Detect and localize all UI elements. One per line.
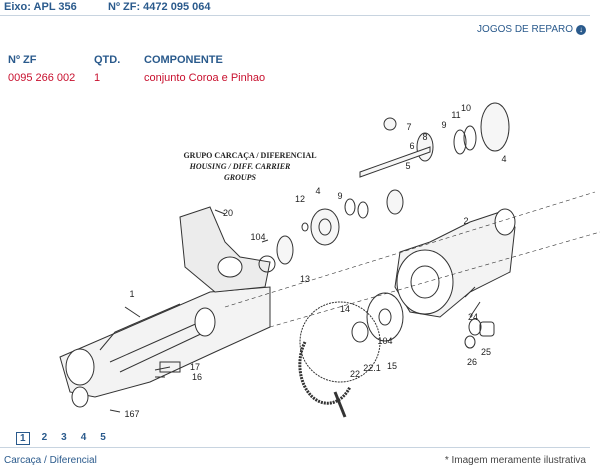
part-number-label: 20 — [223, 208, 233, 218]
diagram-title-1: GRUPO CARCAÇA / DIFERENCIAL — [183, 151, 316, 160]
part-number-label: 7 — [406, 122, 411, 132]
page-5-link[interactable]: 5 — [100, 432, 106, 443]
part-number-label: 104 — [377, 336, 392, 346]
illustrative-note: * Imagem meramente ilustrativa — [444, 455, 586, 466]
col-header-zf: Nº ZF — [8, 54, 37, 66]
part-number-label: 2 — [463, 216, 468, 226]
header-divider — [0, 15, 590, 16]
part-number-label: 5 — [405, 161, 410, 171]
part-number-label: 4 — [315, 186, 320, 196]
part-number-label: 22.1 — [363, 363, 381, 373]
part-number-label: 17 — [190, 362, 200, 372]
col-header-qtd: QTD. — [94, 54, 121, 66]
exploded-parts-diagram: GRUPO CARCAÇA / DIFERENCIAL HOUSING / DI… — [59, 102, 600, 419]
header-bar: Eixo: APL 356 Nº ZF: 4472 095 064 — [0, 0, 600, 14]
part-number-label: 13 — [300, 274, 310, 284]
ring-gear-shape — [298, 341, 352, 405]
axle-label: Eixo: APL 356 — [4, 1, 77, 13]
diagram-title-3: GROUPS — [224, 173, 257, 182]
part-number-label: 26 — [467, 357, 477, 367]
row-qtd: 1 — [94, 72, 101, 84]
part-number-label: 15 — [387, 361, 397, 371]
diagram-title-2: HOUSING / DIFF. CARRIER — [189, 162, 291, 171]
part-number-label: 6 — [409, 141, 414, 151]
zf-number-label: Nº ZF: 4472 095 064 — [108, 1, 211, 13]
part-number-label: 10 — [461, 103, 471, 113]
footer-divider — [0, 447, 590, 448]
part-number-label: 14 — [340, 304, 350, 314]
part-number-label: 1 — [129, 289, 134, 299]
part-number-label: 4 — [501, 154, 506, 164]
page-3-link[interactable]: 3 — [61, 432, 67, 443]
repair-kits-label: JOGOS DE REPARO — [477, 24, 573, 35]
part-number-label: 12 — [295, 194, 305, 204]
part-number-label: 25 — [481, 347, 491, 357]
row-component[interactable]: conjunto Coroa e Pinhao — [144, 72, 266, 84]
part-number-label: 8 — [422, 132, 427, 142]
col-header-component: COMPONENTE — [144, 54, 223, 66]
part-number-label: 16 — [192, 372, 202, 382]
part-number-label: 22 — [350, 369, 360, 379]
part-number-label: 104 — [250, 232, 265, 242]
section-title: Carcaça / Diferencial — [4, 455, 97, 466]
axle-housing-shape — [59, 286, 271, 398]
part-number-label: 167 — [124, 409, 139, 419]
part-number-label: 24 — [468, 312, 478, 322]
part-number-label: 9 — [337, 191, 342, 201]
part-number-label: 11 — [451, 110, 460, 120]
page-4-link[interactable]: 4 — [80, 432, 87, 443]
page-2-link[interactable]: 2 — [41, 432, 48, 443]
part-number-label: 9 — [441, 120, 446, 130]
row-zf: 0095 266 002 — [8, 72, 76, 84]
repair-kits-link[interactable]: JOGOS DE REPARO ↓ — [477, 24, 586, 35]
page-navigation: 1 2 3 4 5 — [16, 432, 108, 445]
arrow-down-circle-icon: ↓ — [576, 24, 586, 35]
page-1-link[interactable]: 1 — [16, 432, 30, 445]
